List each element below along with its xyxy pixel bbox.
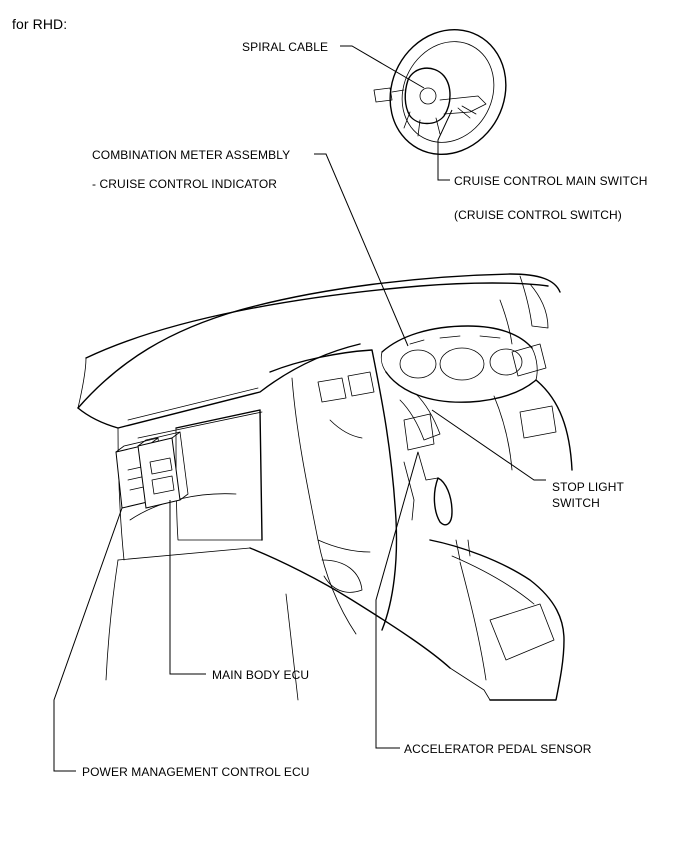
ecu-modules [115,431,189,509]
label-accelerator-pedal-sensor: ACCELERATOR PEDAL SENSOR [404,742,592,756]
steering-wheel [373,28,507,156]
label-combination-meter: COMBINATION METER ASSEMBLY [92,148,291,162]
label-power-management-ecu: POWER MANAGEMENT CONTROL ECU [82,765,310,779]
label-cruise-main-switch: CRUISE CONTROL MAIN SWITCH [454,174,648,188]
label-main-body-ecu: MAIN BODY ECU [212,668,310,682]
label-stop-light-line2: SWITCH [552,496,600,510]
label-stop-light-line1: STOP LIGHT [552,480,624,494]
label-spiral-cable: SPIRAL CABLE [242,40,329,54]
label-cruise-indicator: - CRUISE CONTROL INDICATOR [92,177,278,191]
label-cruise-switch: (CRUISE CONTROL SWITCH) [454,208,622,222]
page-title: for RHD: [12,16,68,32]
leader-lines [53,45,546,772]
